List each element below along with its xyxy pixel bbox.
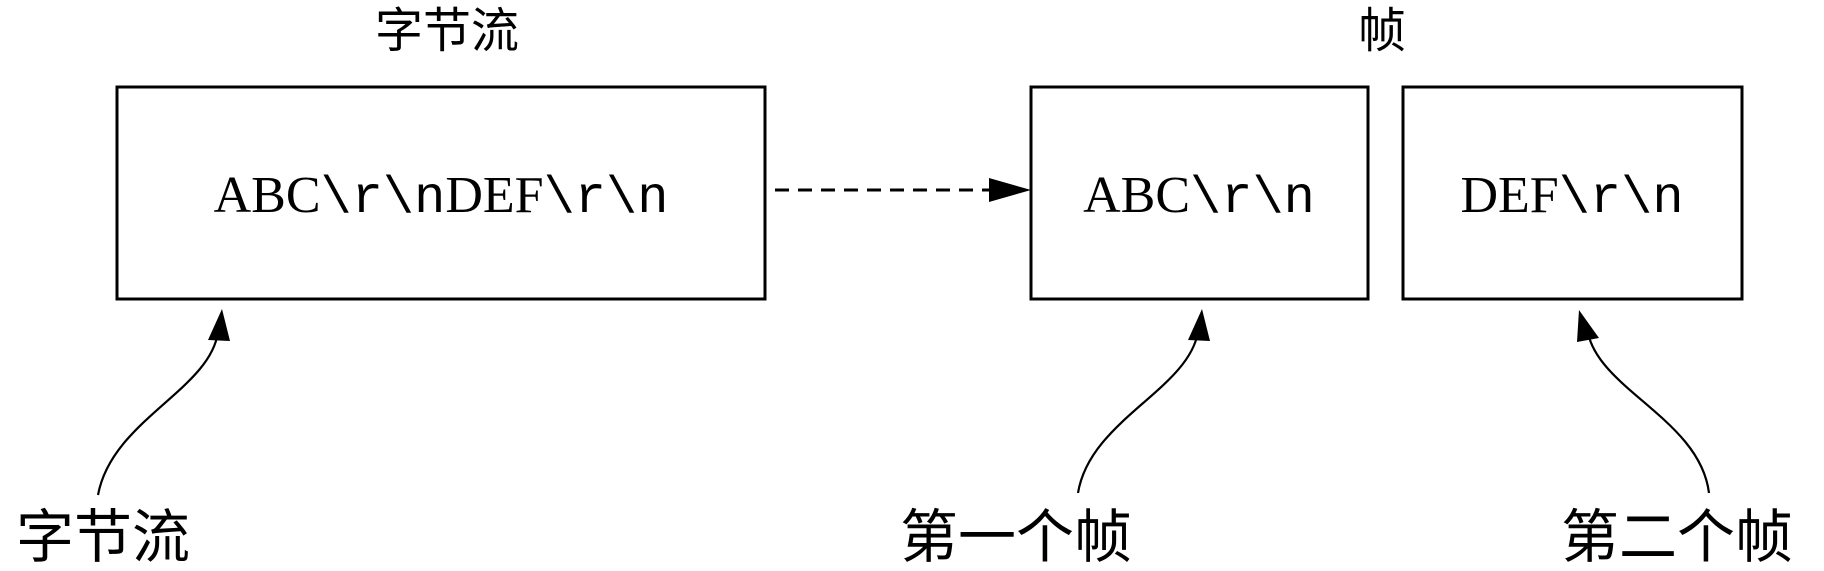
frame2-box xyxy=(1401,85,1744,301)
dashed-split-arrowhead xyxy=(989,178,1031,202)
stream-caption: 字节流 xyxy=(16,503,190,571)
stream-pointer-arrowhead xyxy=(208,309,230,341)
frame2-pointer-arrowhead xyxy=(1577,310,1599,342)
frames-title: 帧 xyxy=(1358,3,1406,59)
frame1-box-label: ABC\r\n xyxy=(1083,167,1315,228)
frame2-pointer-curve xyxy=(1586,332,1711,494)
frame1-pointer-curve xyxy=(1076,331,1200,494)
frame1-pointer-arrowhead xyxy=(1188,309,1210,341)
frame2-caption: 第二个帧 xyxy=(1561,503,1793,571)
stream-box-label: ABC\r\nDEF\r\n xyxy=(214,167,669,228)
stream-pointer-curve xyxy=(96,331,220,496)
stream-box xyxy=(115,85,767,301)
stream-title: 字节流 xyxy=(375,3,519,59)
frame2-box-label: DEF\r\n xyxy=(1460,167,1683,228)
frame1-box xyxy=(1029,85,1370,301)
frame1-caption: 第一个帧 xyxy=(900,503,1132,571)
